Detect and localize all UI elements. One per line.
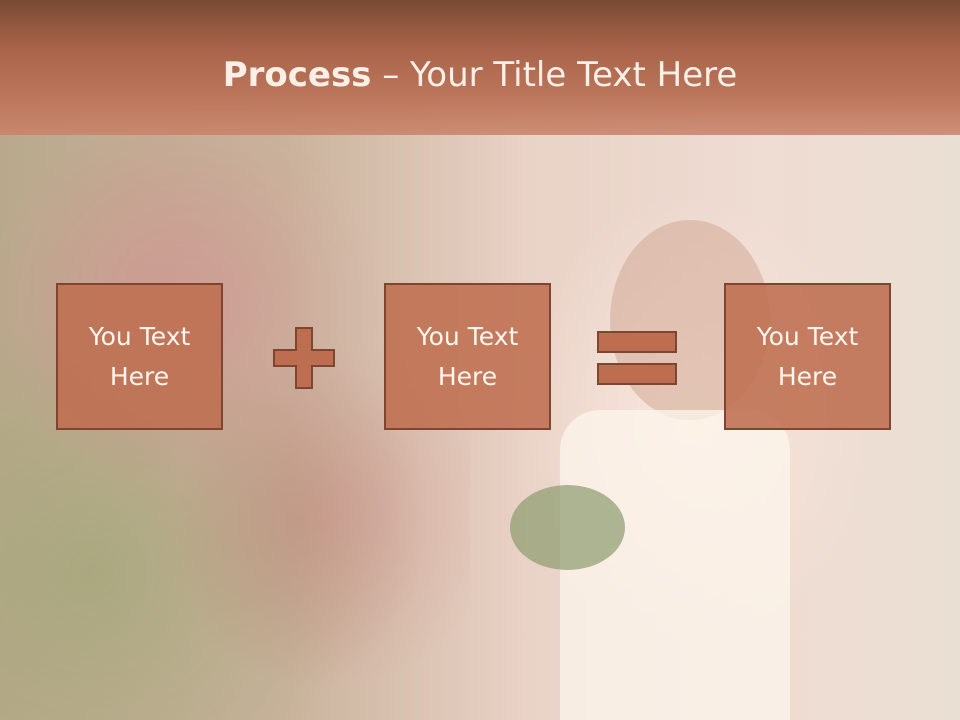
process-box-3[interactable]: You Text Here: [724, 283, 891, 430]
process-box-2-text: You Text Here: [416, 321, 519, 391]
child-shirt: [560, 410, 790, 720]
broccoli: [510, 485, 625, 570]
process-box-1[interactable]: You Text Here: [56, 283, 223, 430]
title-rest: – Your Title Text Here: [371, 55, 738, 95]
plus-icon: [273, 327, 335, 389]
equals-icon: [597, 331, 677, 385]
process-box-3-text: You Text Here: [756, 321, 859, 391]
title-bold: Process: [222, 55, 372, 95]
process-box-2[interactable]: You Text Here: [384, 283, 551, 430]
slide-title[interactable]: Process – Your Title Text Here: [0, 52, 960, 98]
process-box-1-text: You Text Here: [88, 321, 191, 391]
title-banner: Process – Your Title Text Here: [0, 0, 960, 135]
